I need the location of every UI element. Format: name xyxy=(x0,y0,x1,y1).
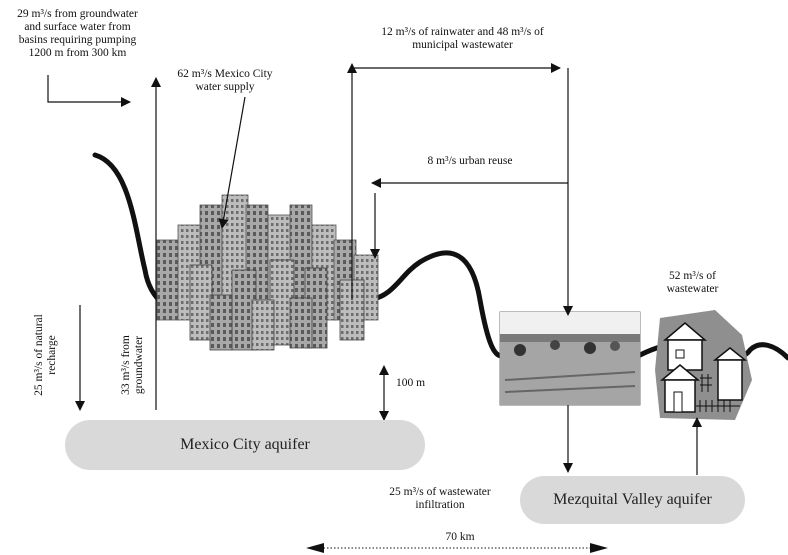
infiltration-label: 25 m³/s of wastewater infiltration xyxy=(389,486,491,511)
from-groundwater-label: 33 m³/s from groundwater xyxy=(120,335,145,395)
rainwater-wastewater-label: 12 m³/s of rainwater and 48 m³/s of muni… xyxy=(381,26,544,51)
mezquital-valley-aquifer-label: Mezquital Valley aquifer xyxy=(553,491,712,508)
distance-label: 70 km xyxy=(445,531,475,543)
mezquital-valley-aquifer: Mezquital Valley aquifer xyxy=(520,476,745,524)
urban-reuse-label: 8 m³/s urban reuse xyxy=(427,155,513,167)
natural-recharge-label: 25 m³/s of natural recharge xyxy=(33,314,58,396)
supply-label: 62 m³/s Mexico City water supply xyxy=(177,68,273,93)
flow-arrows xyxy=(47,63,702,475)
valley-wastewater-label: 52 m³/s of wastewater xyxy=(666,270,719,295)
mexico-city-aquifer: Mexico City aquifer xyxy=(65,420,425,470)
depth-label: 100 m xyxy=(396,377,426,389)
rural-houses-illustration xyxy=(655,310,752,420)
import-label: 29 m³/s from groundwater and surface wat… xyxy=(17,8,138,59)
mexico-city-aquifer-label: Mexico City aquifer xyxy=(180,436,310,453)
farm-field-photo xyxy=(499,311,641,406)
distance-indicator xyxy=(306,543,608,553)
city-buildings-illustration xyxy=(156,194,379,351)
